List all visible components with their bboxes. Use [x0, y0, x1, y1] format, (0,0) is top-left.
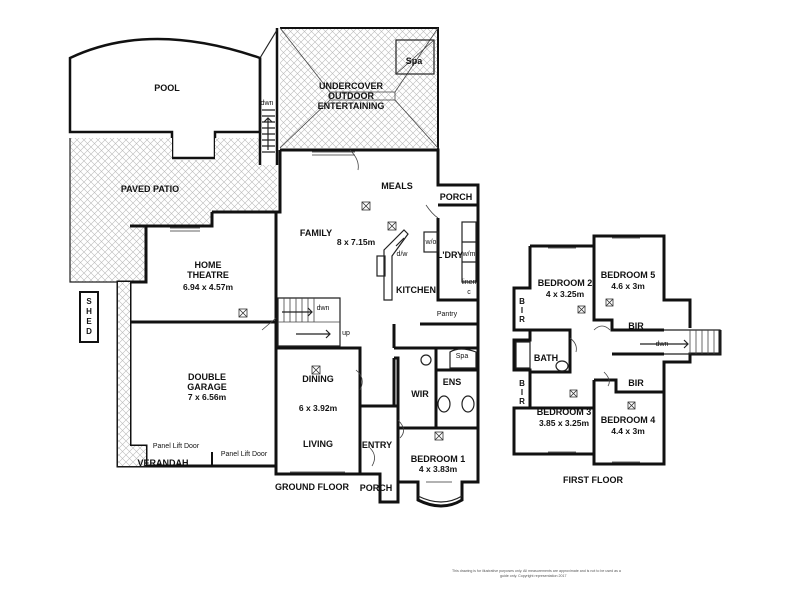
label-shed-h: H — [86, 307, 92, 316]
disclaimer-line1: This drawing is for illustrative purpose… — [452, 569, 621, 573]
internal-stairs — [277, 297, 341, 347]
label-theatre: THEATRE — [187, 270, 229, 280]
ceiling-lights — [238, 201, 444, 441]
label-bedroom2-dim: 4 x 3.25m — [546, 289, 585, 299]
label-double-garage-dim: 7 x 6.56m — [188, 392, 227, 402]
svg-text:B: B — [519, 297, 525, 306]
label-bedroom2: BEDROOM 2 — [538, 278, 593, 288]
label-home-theatre-dim: 6.94 x 4.57m — [183, 282, 234, 292]
label-shed-e: E — [86, 317, 92, 326]
label-ground-floor: GROUND FLOOR — [275, 482, 349, 492]
label-entertaining: ENTERTAINING — [318, 101, 385, 111]
ground-floor-plan — [68, 27, 480, 508]
label-family: FAMILY — [300, 228, 332, 238]
label-porch-rear: PORCH — [440, 192, 473, 202]
windows — [170, 151, 452, 483]
label-panel-lift-door-1: Panel Lift Door — [153, 443, 200, 450]
label-bedroom4: BEDROOM 4 — [601, 415, 656, 425]
label-kitchen: KITCHEN — [396, 285, 436, 295]
label-first-floor: FIRST FLOOR — [563, 475, 623, 485]
label-entry: ENTRY — [362, 440, 392, 450]
label-wir: WIR — [411, 389, 429, 399]
label-bir-left-top: B I R — [519, 297, 525, 324]
label-wm: w/m — [462, 251, 476, 258]
label-bir-right-top: BIR — [628, 321, 644, 331]
paved-patio-area — [69, 138, 277, 283]
label-shed-s: S — [86, 297, 92, 306]
label-panel-lift-door-2: Panel Lift Door — [221, 451, 268, 458]
label-bath: BATH — [534, 353, 558, 363]
ensuite-fixtures — [420, 348, 477, 413]
label-porch-front: PORCH — [360, 483, 393, 493]
bay-window — [417, 495, 463, 503]
label-paved-patio: PAVED PATIO — [121, 184, 179, 194]
undercover-outdoor-area — [279, 27, 439, 150]
label-laundry: L'DRY — [437, 250, 463, 260]
label-spa-bath: Spa — [456, 353, 469, 360]
pool-stairs — [258, 28, 279, 165]
label-meals: MEALS — [381, 181, 413, 191]
label-dwn-first: dwn — [656, 341, 669, 348]
label-double: DOUBLE — [188, 372, 226, 382]
kitchen-island — [376, 229, 409, 301]
shed — [79, 291, 99, 343]
label-pantry: Pantry — [437, 311, 458, 318]
label-outdoor: OUTDOOR — [328, 91, 374, 101]
label-bedroom3: BEDROOM 3 — [537, 407, 592, 417]
svg-text:B: B — [519, 379, 525, 388]
label-bedroom3-dim: 3.85 x 3.25m — [539, 418, 590, 428]
svg-text:I: I — [521, 388, 523, 397]
label-bedroom1: BEDROOM 1 — [411, 454, 466, 464]
label-pool: POOL — [154, 83, 180, 93]
label-dwn-stairs: dwn — [317, 305, 330, 312]
label-dining-dim: 6 x 3.92m — [299, 403, 338, 413]
pool-area — [68, 37, 262, 160]
label-family-dim: 8 x 7.15m — [337, 237, 376, 247]
door-swings — [261, 149, 439, 467]
svg-text:R: R — [519, 315, 525, 324]
label-wo: w/o — [425, 239, 437, 246]
label-dining: DINING — [302, 374, 334, 384]
first-floor-plan — [512, 234, 722, 466]
laundry-block — [423, 203, 478, 302]
label-dwn-pool: dwn — [261, 100, 274, 107]
label-garage: GARAGE — [187, 382, 227, 392]
label-bedroom5: BEDROOM 5 — [601, 270, 656, 280]
svg-text:I: I — [521, 306, 523, 315]
verandah-outline — [117, 282, 213, 467]
label-up-stairs: up — [342, 330, 350, 337]
label-bedroom1-dim: 4 x 3.83m — [419, 464, 458, 474]
label-bir-left-bottom: B I R — [519, 379, 525, 406]
label-bedroom5-dim: 4.6 x 3m — [611, 281, 645, 291]
label-verandah: VERANDAH — [137, 458, 188, 468]
label-undercover: UNDERCOVER — [319, 81, 384, 91]
label-shed-d: D — [86, 327, 92, 336]
label-ens: ENS — [443, 377, 462, 387]
label-bedroom4-dim: 4.4 x 3m — [611, 426, 645, 436]
label-linen: linen — [462, 279, 477, 286]
label-c: c — [467, 289, 471, 296]
label-living: LIVING — [303, 439, 333, 449]
label-bir-right-bottom: BIR — [628, 378, 644, 388]
label-spa: Spa — [406, 56, 424, 66]
disclaimer-line2: guide only. Copyright representation 201… — [500, 574, 566, 578]
svg-text:R: R — [519, 397, 525, 406]
label-dw: d/w — [397, 251, 409, 258]
label-home: HOME — [195, 260, 222, 270]
